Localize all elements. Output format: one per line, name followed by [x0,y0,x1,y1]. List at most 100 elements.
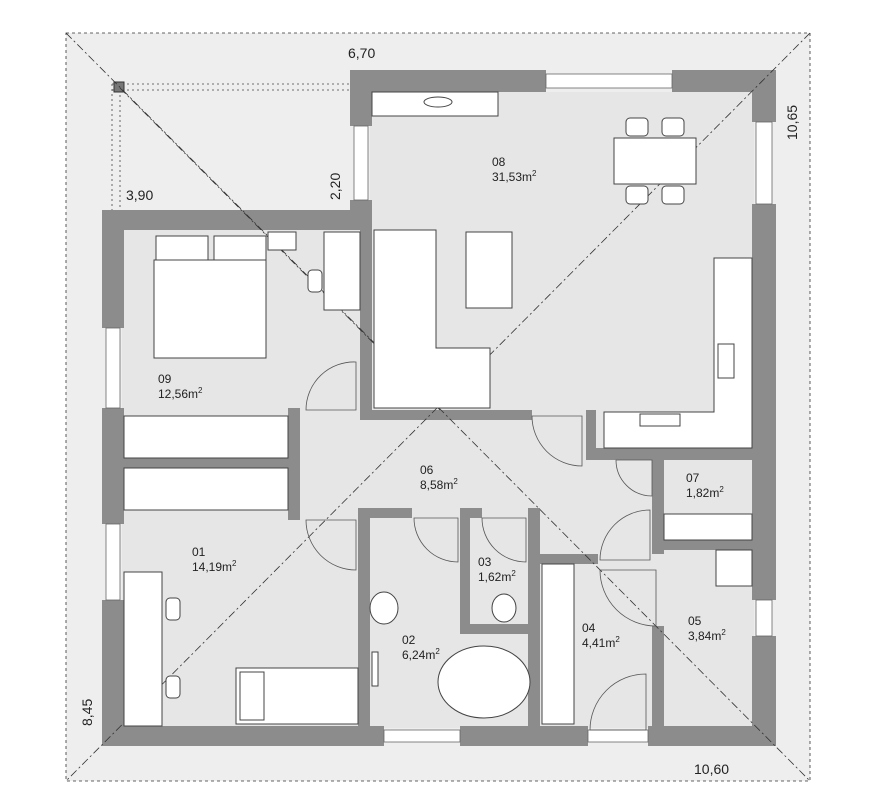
wall-bath-north-b [460,508,482,518]
dimension-left: 8,45 [79,699,95,726]
wall-east-a [752,70,776,122]
pillow-icon [239,671,265,721]
room-number: 07 [686,471,700,485]
wall-east-b [752,204,776,600]
dimension-right: 10,65 [784,105,800,140]
chair-icon [625,117,649,137]
column-marker [113,81,125,93]
wall-north-b [672,70,776,92]
wall-hall-north-a [360,410,532,420]
wall-05-west [652,458,664,554]
wardrobe [123,467,289,511]
bathtub [437,645,531,719]
window-east-b [755,599,773,637]
wall-west-b [102,408,124,524]
door-swing [599,569,657,627]
kitchen-unit [603,257,753,449]
door-swing [599,509,651,561]
room-area: 1,62m2 [478,569,516,584]
coffee-table [465,231,513,309]
wall-south-a [102,726,384,746]
room-number: 06 [420,463,434,477]
dimension-top: 6,70 [348,45,375,61]
wall-bath-north-a [358,508,412,518]
desk [323,231,361,311]
window-northwest [353,125,369,201]
room-area: 3,84m2 [688,628,726,643]
door-swing [413,517,459,563]
chair-icon [625,185,649,205]
door-swing [589,673,647,731]
room-area: 6,24m2 [402,647,440,662]
wall-05-west-b [652,626,664,728]
window-north [545,73,673,89]
sink-icon [423,96,453,108]
stove-icon [717,343,735,379]
room-number: 02 [402,633,416,647]
door-swing [531,415,583,467]
chair-icon [307,269,323,293]
chair-icon [165,675,181,699]
chair-icon [661,117,685,137]
wall-wc-south [460,624,540,634]
bed [153,259,267,359]
room-area: 8,58m2 [420,477,458,492]
desk [123,571,163,727]
chair-icon [661,185,685,205]
window-south-b [587,729,649,743]
cabinet [541,563,575,725]
window-west-b [105,523,121,601]
wall-south-c [648,726,776,746]
chair-icon [165,597,181,621]
room-area: 31,53m2 [492,169,537,184]
room-number: 03 [478,555,492,569]
wall-hall-north-b [586,410,596,460]
door-swing [615,459,653,497]
pillow-icon [155,235,209,261]
wall-05-north [652,540,754,550]
wardrobe [123,415,289,459]
room-area: 14,19m2 [192,559,237,574]
wall-wc-east [528,508,540,728]
dining-table [613,137,697,185]
wall-04-north [538,554,598,564]
dimension-bottom: 10,60 [694,761,729,777]
floor-south [122,510,754,728]
room-number: 04 [582,621,596,635]
nightstand [267,231,297,251]
window-south-a [383,729,461,743]
room-number: 01 [192,545,206,559]
room-area: 12,56m2 [158,386,203,401]
wall-kitchen [586,448,754,460]
toilet-icon [491,593,517,623]
wall-west-c [102,600,124,746]
wall-wardrobe-b [122,458,298,468]
door-swing [481,517,527,563]
sofa [373,229,491,409]
window-west-a [105,327,121,409]
room-number: 08 [492,155,506,169]
shelf [663,513,753,541]
room-area: 1,82m2 [686,485,724,500]
wall-north-a [350,70,546,92]
dimension-step: 2,20 [327,173,343,200]
room-number: 05 [688,614,702,628]
wall-wc-west [460,508,470,634]
dimension-left-top: 3,90 [126,187,153,203]
window-east [755,121,773,205]
washbasin-icon [369,591,399,625]
wall-bedroom-north [102,210,372,230]
wall-south-b [460,726,588,746]
wall-living-west [360,228,372,412]
room-number: 09 [158,372,172,386]
door-swing [305,519,357,571]
wall-bath-west [358,508,370,728]
door-swing [305,361,357,411]
radiator-icon [371,651,379,687]
wall-west-a [102,210,124,328]
wall-northwest [350,70,372,126]
boiler-icon [715,549,753,587]
room-area: 4,41m2 [582,635,620,650]
pillow-icon [213,235,267,261]
